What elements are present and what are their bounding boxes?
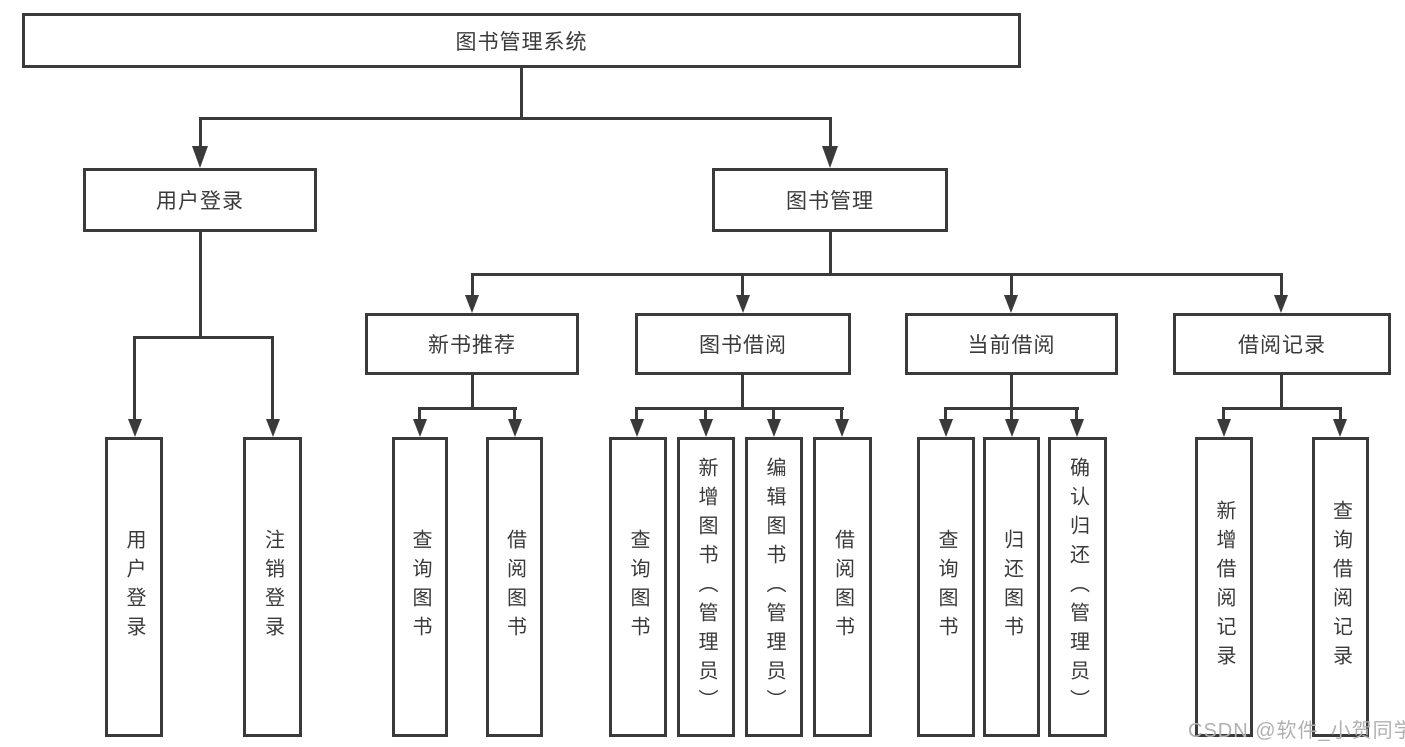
connector-line bbox=[1010, 273, 1013, 297]
arrow-down bbox=[465, 295, 479, 313]
connector-line bbox=[741, 273, 744, 297]
connector-line bbox=[471, 273, 474, 297]
node-new-book-recommend: 新书推荐 bbox=[365, 313, 579, 375]
connector-line bbox=[471, 375, 474, 410]
node-recommend-borrow-books-label: 借阅图书 bbox=[503, 529, 526, 645]
arrow-down bbox=[767, 419, 781, 437]
connector-line bbox=[829, 117, 832, 150]
node-borrow-query-books-label: 查询图书 bbox=[627, 529, 649, 645]
arrow-down bbox=[1005, 419, 1019, 437]
connector-line bbox=[271, 336, 274, 421]
arrow-down bbox=[413, 419, 427, 437]
node-current-borrow-label: 当前借阅 bbox=[967, 334, 1056, 357]
node-return-books: 归还图书 bbox=[983, 437, 1040, 737]
node-logout-label: 注销登录 bbox=[261, 529, 284, 645]
node-library-system-label: 图书管理系统 bbox=[455, 30, 588, 54]
connector-line bbox=[1280, 273, 1283, 297]
node-book-management-label: 图书管理 bbox=[786, 190, 874, 213]
node-edit-books-admin-label: 编辑图书（管理员） bbox=[763, 456, 785, 718]
connector-line bbox=[520, 68, 523, 120]
connector-line bbox=[199, 117, 202, 150]
node-current-borrow: 当前借阅 bbox=[905, 313, 1118, 375]
connector-line bbox=[1280, 375, 1283, 410]
node-borrow-query-books: 查询图书 bbox=[609, 437, 667, 737]
node-current-query-books-label: 查询图书 bbox=[935, 529, 957, 645]
node-book-borrow-label: 图书借阅 bbox=[699, 334, 787, 357]
arrow-down bbox=[266, 419, 280, 437]
connector-line bbox=[944, 407, 947, 421]
connector-line bbox=[1222, 407, 1342, 410]
connector-line bbox=[513, 407, 516, 421]
connector-line bbox=[635, 407, 844, 410]
connector-line bbox=[418, 407, 421, 421]
node-borrow-records: 借阅记录 bbox=[1173, 313, 1391, 375]
arrow-down bbox=[699, 419, 713, 437]
node-add-books-admin: 新增图书（管理员） bbox=[677, 437, 735, 737]
arrow-down bbox=[192, 146, 208, 168]
node-add-borrow-record: 新增借阅记录 bbox=[1195, 437, 1253, 737]
node-recommend-query-books: 查询图书 bbox=[392, 437, 448, 737]
connector-line bbox=[1339, 407, 1342, 421]
node-add-borrow-record-label: 新增借阅记录 bbox=[1213, 500, 1235, 674]
node-recommend-query-books-label: 查询图书 bbox=[409, 529, 431, 645]
connector-line bbox=[418, 407, 517, 410]
arrow-down bbox=[736, 295, 750, 313]
csdn-watermark: CSDN @软件_小贺同学 bbox=[1188, 720, 1405, 742]
connector-line bbox=[840, 407, 843, 421]
arrow-down bbox=[1333, 419, 1347, 437]
node-borrow-borrow-books: 借阅图书 bbox=[813, 437, 872, 737]
arrow-down bbox=[822, 146, 838, 168]
connector-line bbox=[772, 407, 775, 421]
node-user-login: 用户登录 bbox=[105, 437, 163, 737]
node-confirm-return-admin: 确认归还（管理员） bbox=[1048, 437, 1107, 737]
node-return-books-label: 归还图书 bbox=[1000, 529, 1023, 645]
arrow-down bbox=[1274, 295, 1288, 313]
connector-line bbox=[1010, 375, 1013, 410]
node-book-borrow: 图书借阅 bbox=[635, 313, 851, 375]
arrow-down bbox=[939, 419, 953, 437]
arrow-down bbox=[128, 419, 142, 437]
connector-line bbox=[1010, 407, 1013, 421]
connector-line bbox=[471, 273, 1283, 276]
arrow-down bbox=[835, 419, 849, 437]
connector-line bbox=[829, 232, 832, 276]
node-user-login-group: 用户登录 bbox=[83, 168, 317, 232]
connector-line bbox=[1075, 407, 1078, 421]
node-borrow-records-label: 借阅记录 bbox=[1238, 334, 1326, 357]
node-edit-books-admin: 编辑图书（管理员） bbox=[745, 437, 803, 737]
node-library-system: 图书管理系统 bbox=[22, 13, 1021, 68]
node-query-borrow-record: 查询借阅记录 bbox=[1312, 437, 1369, 737]
node-query-borrow-record-label: 查询借阅记录 bbox=[1329, 500, 1352, 674]
node-current-query-books: 查询图书 bbox=[917, 437, 975, 737]
connector-line bbox=[1222, 407, 1225, 421]
node-logout: 注销登录 bbox=[243, 437, 302, 737]
node-new-book-recommend-label: 新书推荐 bbox=[428, 334, 516, 357]
connector-line bbox=[199, 117, 832, 120]
node-user-login-label: 用户登录 bbox=[123, 529, 145, 645]
arrow-down bbox=[630, 419, 644, 437]
node-user-login-group-label: 用户登录 bbox=[156, 190, 244, 213]
node-add-books-admin-label: 新增图书（管理员） bbox=[695, 456, 717, 718]
arrow-down bbox=[1070, 419, 1084, 437]
connector-line bbox=[704, 407, 707, 421]
node-confirm-return-admin-label: 确认归还（管理员） bbox=[1066, 456, 1089, 718]
connector-line bbox=[741, 375, 744, 410]
connector-line bbox=[133, 336, 136, 421]
node-book-management: 图书管理 bbox=[712, 168, 948, 232]
arrow-down bbox=[1217, 419, 1231, 437]
node-recommend-borrow-books: 借阅图书 bbox=[486, 437, 543, 737]
connector-line bbox=[635, 407, 638, 421]
node-borrow-borrow-books-label: 借阅图书 bbox=[831, 529, 854, 645]
arrow-down bbox=[1004, 295, 1018, 313]
arrow-down bbox=[508, 419, 522, 437]
connector-line bbox=[133, 336, 274, 339]
connector-line bbox=[199, 232, 202, 339]
